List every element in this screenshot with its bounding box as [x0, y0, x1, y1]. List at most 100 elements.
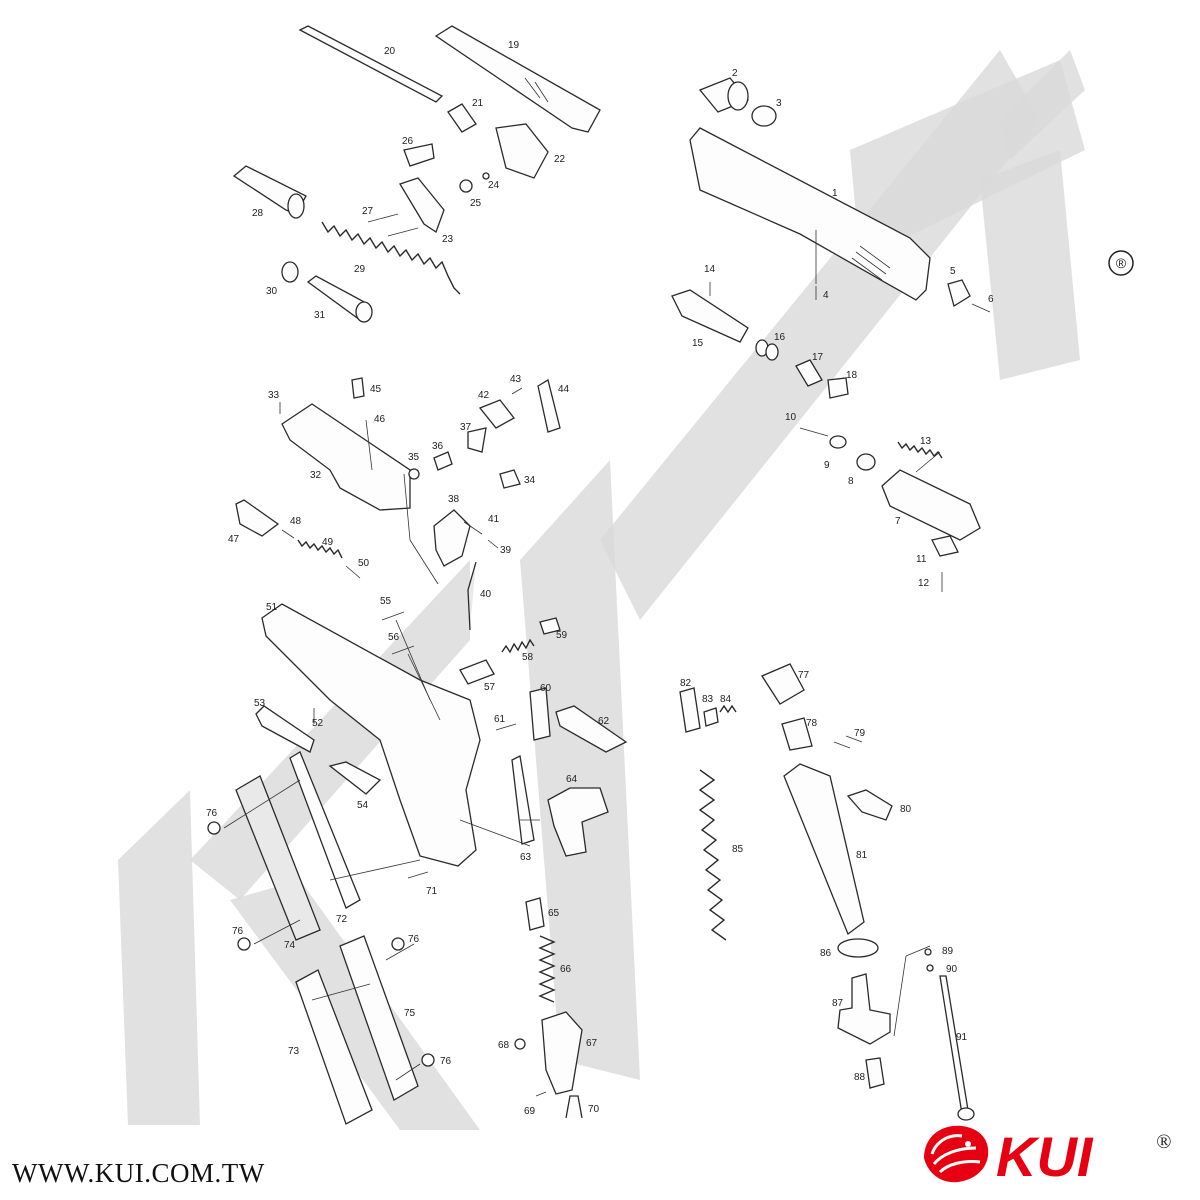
part-34-cap [499, 469, 521, 489]
part-82-follower [679, 687, 701, 733]
part-39-pin [487, 539, 499, 549]
part-label: 18 [846, 370, 858, 381]
part-label: 11 [916, 554, 927, 565]
part-44-lever [537, 378, 561, 433]
part-label: 30 [266, 286, 278, 297]
part-label: 78 [806, 718, 818, 729]
part-label: 8 [848, 476, 854, 487]
part-54-pin-part [328, 761, 382, 795]
part-67-housing [541, 1011, 583, 1095]
part-label: 49 [322, 537, 334, 548]
part-labels: 1 2 3 4 5 6 7 8 9 10 11 12 13 14 15 16 1… [206, 40, 994, 1117]
part-label: 89 [942, 946, 954, 957]
part-11-plate [931, 535, 959, 557]
part-label: 4 [823, 290, 829, 301]
part-74-checkered-grip [235, 775, 321, 941]
part-label: 52 [312, 718, 324, 729]
part-label: 59 [556, 630, 568, 641]
part-36-bushing [433, 451, 453, 471]
part-77-follower [761, 663, 805, 705]
part-41-pin [463, 521, 483, 535]
part-label: 25 [470, 198, 482, 209]
part-26-clip [403, 143, 435, 167]
part-60-trigger [529, 687, 551, 741]
part-38-hammer [433, 509, 471, 567]
part-label: 77 [798, 670, 810, 681]
part-label: 62 [598, 716, 610, 727]
part-label: 88 [854, 1072, 866, 1083]
part-62-trigger-bow [555, 705, 628, 753]
part-35-spring [408, 468, 420, 480]
part-label: 64 [566, 774, 578, 785]
part-8-ring [856, 453, 876, 471]
part-label: 60 [540, 683, 552, 694]
brand-logo: KUI ® [924, 1125, 1171, 1188]
part-13-spring [897, 441, 943, 459]
part-40-strut [467, 561, 477, 631]
part-label: 22 [554, 154, 566, 165]
part-label: 50 [358, 558, 370, 569]
part-19-outer-barrel [434, 25, 601, 133]
part-label: 19 [508, 40, 520, 51]
part-label: 34 [524, 475, 536, 486]
part-84-spring [719, 704, 737, 714]
part-label: 69 [524, 1106, 536, 1117]
part-label: 76 [440, 1056, 452, 1067]
part-label: 26 [402, 136, 414, 147]
part-88-valve-screw [865, 1057, 885, 1089]
part-label: 24 [488, 180, 500, 191]
part-drawings [207, 25, 991, 1125]
part-label: 87 [832, 998, 844, 1009]
part-label: 48 [290, 516, 302, 527]
part-83-lever [703, 707, 719, 727]
part-label: 43 [510, 374, 522, 385]
part-label: 54 [357, 800, 369, 811]
part-48-pin [281, 529, 295, 539]
part-label: 42 [478, 390, 490, 401]
part-label: 51 [266, 602, 278, 613]
part-label: 14 [704, 264, 716, 275]
part-69-screw [535, 1091, 547, 1097]
part-label: 6 [988, 294, 994, 305]
part-label: 84 [720, 694, 732, 705]
part-15-nozzle [671, 289, 749, 343]
part-59-lock [539, 617, 561, 635]
part-75-grip [339, 935, 419, 1101]
part-label: 31 [314, 310, 326, 321]
part-32-frame-insert [281, 403, 411, 511]
part-label: 55 [380, 596, 392, 607]
part-label: 15 [692, 338, 704, 349]
part-label: 13 [920, 436, 932, 447]
part-45-disconnector [351, 377, 365, 399]
part-label: 57 [484, 682, 496, 693]
part-label: 33 [268, 390, 280, 401]
part-43-screw [511, 387, 523, 395]
part-30-washer [281, 261, 299, 283]
part-73-grip [295, 969, 373, 1125]
part-label: 76 [408, 934, 420, 945]
part-label: 53 [254, 698, 266, 709]
part-label: 32 [310, 470, 322, 481]
part-label: 5 [950, 266, 956, 277]
part-label: 35 [408, 452, 420, 463]
part-label: 41 [488, 514, 500, 525]
part-label: 17 [812, 352, 824, 363]
part-label: 21 [472, 98, 484, 109]
part-89-ring [924, 948, 932, 956]
part-label: 2 [732, 68, 738, 79]
part-label: 7 [895, 516, 901, 527]
part-53-safety [255, 705, 315, 753]
brand-registered-mark: ® [1156, 1131, 1171, 1153]
website-url: WWW.KUI.COM.TW [12, 1158, 265, 1188]
part-61-pin [495, 723, 517, 731]
part-label: 1 [832, 188, 838, 199]
part-20-inner-barrel [298, 25, 444, 103]
part-51-frame [261, 603, 481, 867]
part-1-slide [689, 127, 931, 301]
part-label: 27 [362, 206, 374, 217]
part-label: 63 [520, 852, 532, 863]
part-86-oring [837, 938, 879, 958]
part-21-bushing [447, 103, 477, 133]
part-58-spring [501, 638, 535, 654]
